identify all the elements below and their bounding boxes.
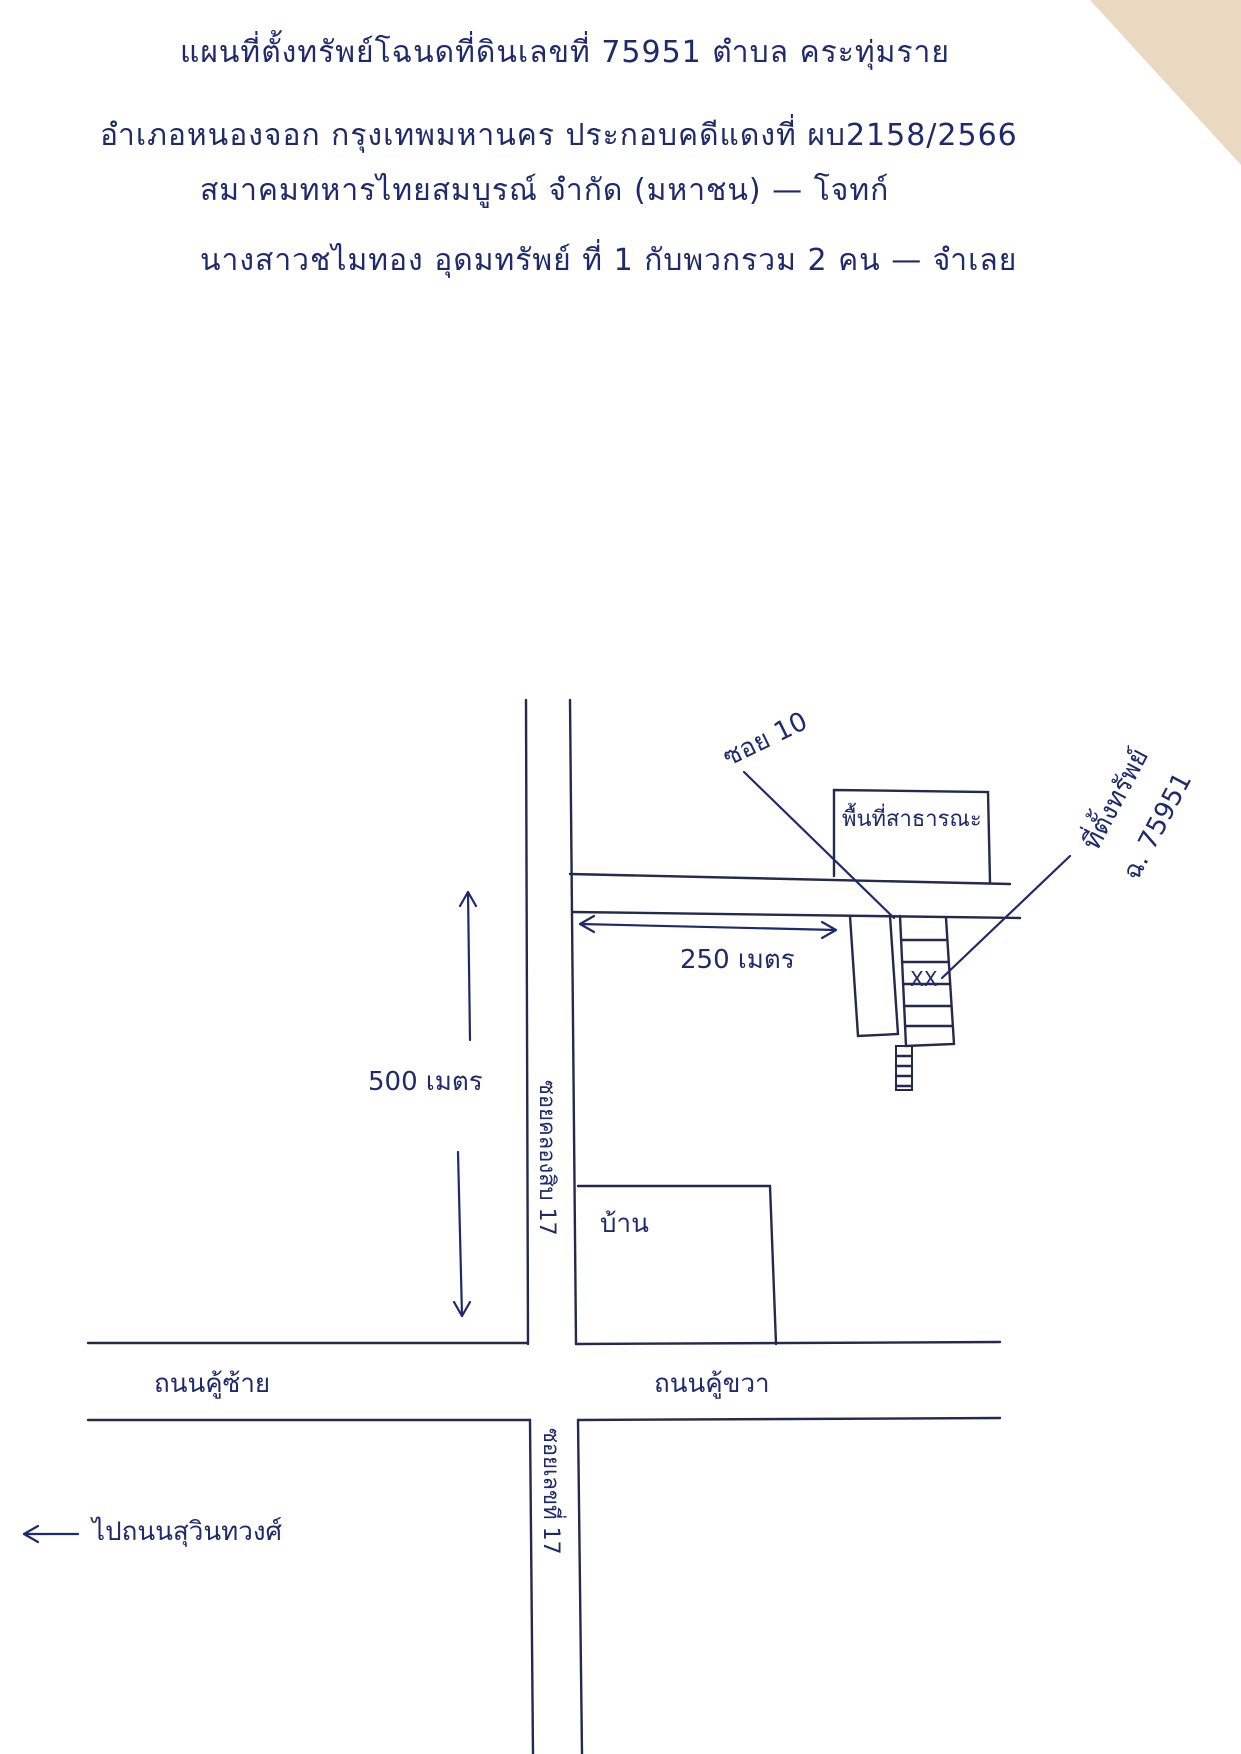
public-area-label: พื้นที่สาธารณะ	[842, 803, 982, 832]
soi-lower-left-edge	[528, 1418, 535, 1754]
soi-vertical-left-edge	[524, 698, 530, 1346]
access-strip	[894, 1045, 914, 1091]
paper-fold	[1090, 0, 1241, 165]
distance-east-label: 250 เมตร	[680, 945, 795, 975]
property-strip-left	[848, 914, 900, 1038]
header-line-1: แผนที่ตั้งทรัพย์โฉนดที่ดินเลขที่ 75951 ต…	[180, 30, 950, 71]
distance-south-arrow	[452, 890, 478, 1318]
soi-lower-right-edge	[576, 1418, 584, 1754]
property-marker: XX	[910, 967, 938, 991]
soi10-label: ซอย 10	[718, 706, 812, 772]
distance-east-arrow	[578, 914, 838, 940]
soi10-pointer	[742, 770, 896, 920]
property-hatching	[900, 938, 954, 1028]
road-right-top	[574, 1340, 1002, 1346]
road-right-label: ถนนคู้ขวา	[654, 1369, 770, 1399]
road-left-label: ถนนคู้ซ้าย	[154, 1369, 270, 1399]
header-line-2: อำเภอหนองจอก กรุงเทพมหานคร ประกอบคดีแดงท…	[100, 114, 1018, 154]
soi-vertical-lower-label: ซอยเลขที่ 17	[538, 1428, 567, 1555]
property-pointer	[940, 854, 1072, 980]
header-line-4: นางสาวชไมทอง อุดมทรัพย์ ที่ 1 กับพวกรวม …	[200, 239, 1017, 279]
direction-arrow	[22, 1524, 80, 1544]
soi-vertical-upper-label: ซอยคลองสิบ 17	[534, 1080, 559, 1236]
soi-vertical-right-edge	[568, 698, 578, 1346]
road-right-bottom	[576, 1416, 1002, 1422]
property-strip-right	[898, 914, 956, 1048]
houses-label: บ้าน	[600, 1209, 649, 1239]
public-area-box	[832, 788, 992, 884]
houses-block	[576, 1184, 778, 1346]
soi10-top-edge	[568, 872, 1012, 886]
header-line-3: สมาคมทหารไทยสมบูรณ์ จำกัด (มหาชน) — โจทก…	[200, 172, 889, 208]
distance-south-label: 500 เมตร	[368, 1067, 483, 1097]
soi10-bottom-edge	[570, 910, 1022, 920]
direction-note: ไปถนนสุวินทวงศ์	[90, 1516, 283, 1547]
